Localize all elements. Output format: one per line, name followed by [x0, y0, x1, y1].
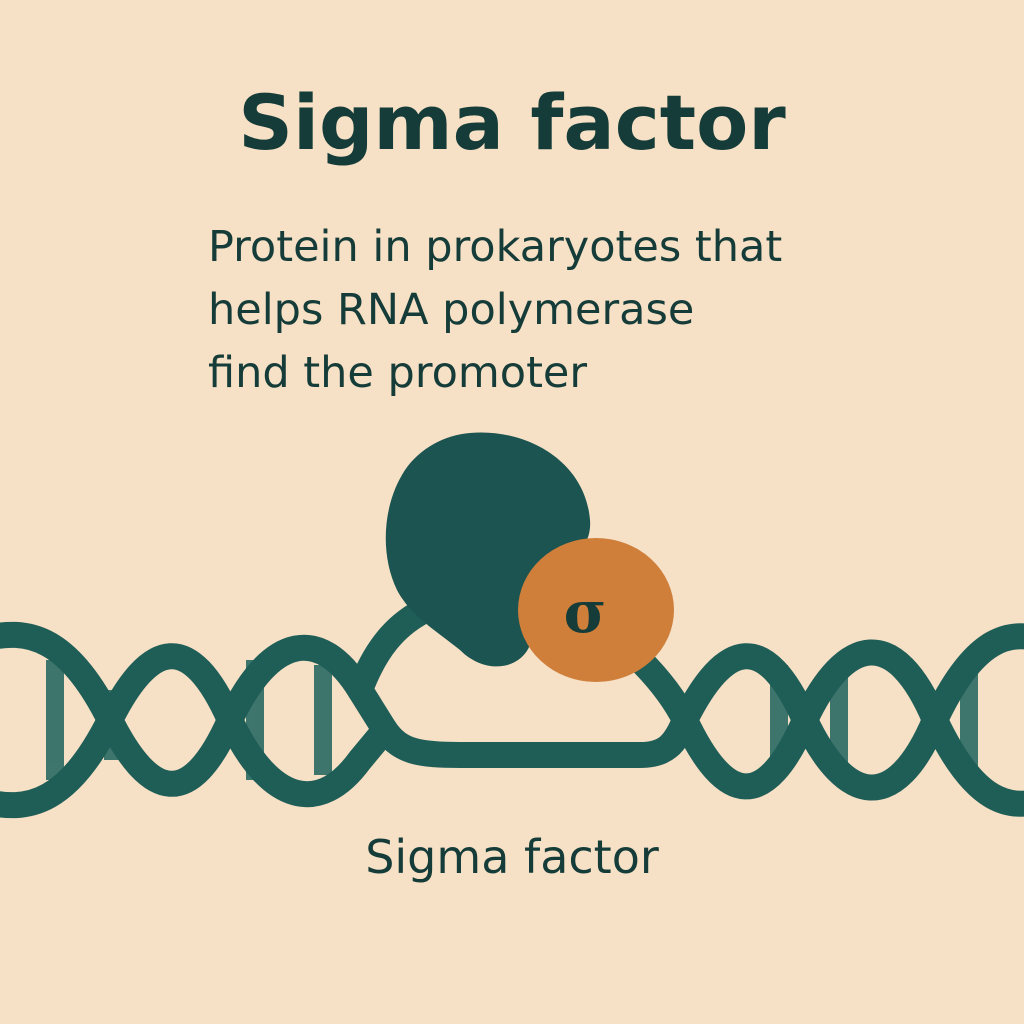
dna-strand-open-bottom	[372, 707, 698, 768]
dna-strand-open-top	[347, 597, 438, 703]
dna-strand-right-a	[672, 623, 1024, 801]
dna-double-helix	[0, 597, 1024, 819]
base-pair	[314, 665, 332, 775]
sigma-factor-circle	[518, 538, 674, 682]
dna-strand-right-b	[672, 639, 1024, 817]
dna-strand-left-b	[0, 643, 398, 819]
dna-strand-left-a	[0, 621, 398, 797]
definition-line-2: helps RNA polymerase	[208, 285, 695, 335]
base-pair	[46, 660, 64, 780]
definition-line-1: Protein in prokaryotes that	[208, 222, 783, 272]
page-title: Sigma factor	[238, 78, 786, 167]
sigma-symbol: σ	[564, 578, 607, 646]
definition-text: Protein in prokaryotes that helps RNA po…	[208, 216, 848, 405]
definition-line-3: find the promoter	[208, 348, 588, 398]
diagram-caption: Sigma factor	[365, 830, 659, 884]
rna-polymerase-blob	[385, 432, 591, 667]
